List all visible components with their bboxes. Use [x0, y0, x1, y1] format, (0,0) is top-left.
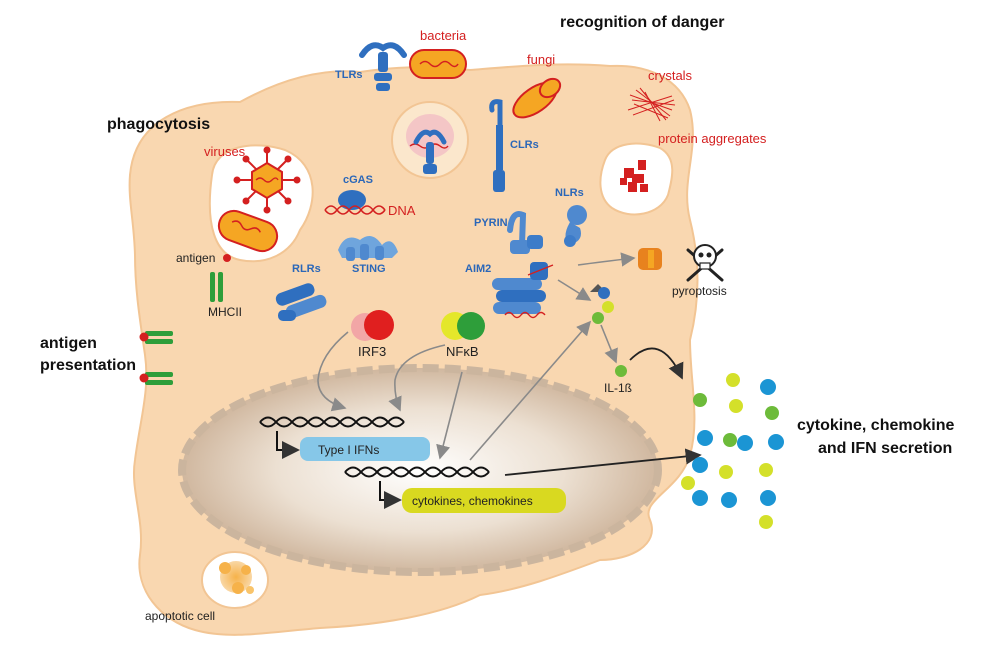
secreted-dot — [737, 435, 753, 451]
il1b-secretion-arrow — [629, 347, 684, 380]
type1-ifns-box — [300, 437, 430, 461]
secreted-dot — [726, 373, 740, 387]
dna-label: DNA — [388, 203, 416, 218]
nlr-receptor-icon — [564, 205, 587, 247]
pyrin-label: PYRIN — [474, 217, 508, 229]
nfkb-label: NFκB — [446, 344, 479, 359]
nlrs-label: NLRs — [555, 187, 584, 199]
il1b-icon — [615, 365, 627, 377]
type1-ifns-arrow — [276, 431, 300, 459]
surface-mhcii-lower-icon — [139, 372, 173, 385]
bacteria-icon — [409, 49, 467, 79]
nucleus — [178, 364, 662, 576]
gasdermin-icon — [638, 248, 662, 270]
irf3-icon — [351, 310, 394, 341]
viruses-label: viruses — [204, 144, 246, 159]
secreted-dot — [760, 490, 776, 506]
phagocytosis-label: phagocytosis — [107, 116, 210, 133]
skull-crossbones-icon — [686, 244, 724, 282]
dna-strand-icon — [324, 205, 386, 215]
rlr-receptor-icon — [275, 283, 327, 321]
secreted-dot — [681, 476, 695, 490]
secreted-dot — [723, 433, 737, 447]
secreted-dot — [760, 379, 776, 395]
secretion-arrow — [504, 448, 702, 476]
secreted-dot — [692, 490, 708, 506]
rlrs-label: RLRs — [292, 263, 321, 275]
fungi-label: fungi — [527, 52, 555, 67]
secreted-dot — [729, 399, 743, 413]
crystals-label: crystals — [648, 68, 693, 83]
irf3-to-ifn-arrow — [317, 331, 349, 412]
dna-helix-lower-icon — [344, 466, 490, 478]
sting-icon — [338, 236, 398, 261]
phagocytosed-bacterium-icon — [217, 209, 279, 253]
nucleus-to-inflammasome-arrow — [469, 320, 592, 461]
antigen-presentation-label-1: antigen — [40, 335, 97, 352]
secreted-dot — [759, 515, 773, 529]
inflammasome-to-gasdermin-arrow — [577, 252, 636, 267]
fungi-icon — [512, 77, 562, 119]
cytokines-chemokines-label: cytokines, chemokines — [412, 494, 533, 508]
tlr-receptor-icon — [359, 42, 407, 91]
mhcii-label: MHCII — [208, 305, 242, 319]
sting-label: STING — [352, 263, 386, 275]
cgas-icon — [338, 190, 366, 210]
inflammasome-to-il1b-arrow — [600, 324, 618, 364]
clrs-label: CLRs — [510, 139, 539, 151]
type1-ifns-label: Type I IFNs — [318, 443, 379, 457]
aim2-icon — [492, 262, 554, 319]
secreted-dot — [693, 393, 707, 407]
secreted-dot — [692, 457, 708, 473]
dna-helix-upper-icon — [259, 416, 405, 428]
irf3-label: IRF3 — [358, 344, 386, 359]
apoptotic-cell-icon — [219, 561, 254, 594]
nfkb-to-cytokine-arrow — [436, 371, 463, 460]
clr-receptor-icon — [489, 99, 505, 192]
secreted-dot — [721, 492, 737, 508]
antigen-label: antigen — [176, 251, 215, 265]
endosomal-tlr-icon — [406, 114, 454, 174]
secreted-dot — [759, 463, 773, 477]
crystals-icon — [627, 87, 676, 122]
cgas-label: cGAS — [343, 174, 373, 186]
inflammasome-icon — [590, 284, 614, 324]
secreted-dot — [697, 430, 713, 446]
antigen-presentation-label-2: presentation — [40, 357, 136, 374]
title: recognition of danger — [560, 14, 724, 31]
pyroptosis-label: pyroptosis — [672, 284, 727, 298]
nfkb-to-ifn-arrow — [388, 344, 446, 412]
protein-aggregate-icon — [620, 160, 648, 192]
secreted-dot — [765, 406, 779, 420]
secretion-label-2: and IFN secretion — [818, 440, 952, 457]
pyrin-icon — [507, 211, 543, 254]
cytokines-chemokines-box — [402, 488, 566, 513]
mhcii-icon — [210, 254, 231, 302]
tlrs-label: TLRs — [335, 69, 363, 81]
protein-aggregates-label: protein aggregates — [658, 131, 767, 146]
secretion-label-1: cytokine, chemokine — [797, 417, 954, 434]
secreted-molecules — [681, 373, 784, 529]
cytokines-arrow — [379, 481, 402, 509]
virus-icon — [233, 146, 301, 214]
surface-mhcii-upper-icon — [139, 331, 173, 344]
il1b-label: IL-1ß — [604, 381, 632, 395]
apoptotic-cell-label: apoptotic cell — [145, 609, 215, 623]
secreted-dot — [768, 434, 784, 450]
secreted-dot — [719, 465, 733, 479]
aim2-to-inflammasome-arrow — [557, 279, 592, 301]
nfkb-icon — [441, 312, 485, 340]
aim2-label: AIM2 — [465, 263, 491, 275]
bacteria-label: bacteria — [420, 28, 467, 43]
